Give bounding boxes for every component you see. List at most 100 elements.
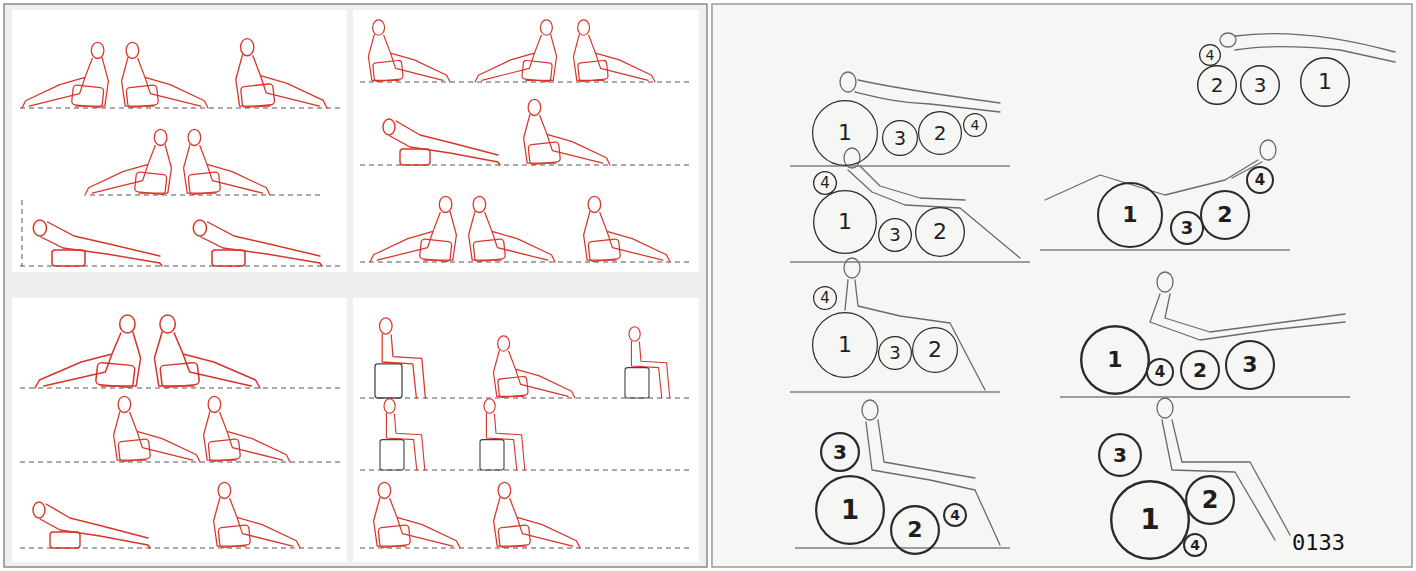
sketch-quadrant (12, 298, 347, 562)
figure-head (840, 72, 856, 92)
circle-number: 4 (1155, 365, 1165, 380)
sketch-quadrant (353, 10, 699, 272)
figure-sketch (625, 327, 670, 398)
number-circle: 4 (1246, 166, 1274, 194)
circle-number: 4 (950, 508, 960, 522)
circle-number: 4 (1206, 48, 1215, 62)
pencil-figure-sketches (840, 33, 1395, 545)
number-circle: 4 (1146, 358, 1174, 386)
number-circle: 2 (915, 207, 965, 257)
number-circle: 1 (815, 475, 885, 545)
number-circle: 1 (1097, 182, 1163, 248)
circle-outline (1099, 434, 1141, 476)
pencil-ground-lines (790, 166, 1350, 548)
circle-number: 3 (1254, 75, 1267, 95)
number-circle: 4 (963, 113, 987, 137)
circle-outline (1241, 66, 1280, 105)
figure-head (1157, 398, 1173, 418)
sheet-number: 0133 (1292, 532, 1345, 554)
circle-number: 1 (1122, 204, 1137, 226)
number-circle: 2 (912, 327, 958, 373)
number-circle: 4 (943, 503, 967, 527)
circle-outline (1147, 359, 1173, 385)
circle-number: 3 (833, 442, 847, 462)
number-circle: 1 (812, 312, 878, 378)
number-circle: 1 (812, 100, 878, 166)
circle-number: 1 (838, 211, 852, 233)
number-circle: 1 (813, 190, 877, 254)
circle-outline (814, 172, 837, 195)
figure-head (1220, 33, 1236, 47)
figure-head (862, 400, 878, 420)
figure-sketch (236, 39, 327, 108)
number-circle: 2 (1200, 190, 1250, 240)
figure-body (866, 420, 1000, 545)
circle-outline (879, 337, 912, 370)
circle-number: 3 (894, 129, 906, 148)
circle-outline (913, 328, 958, 373)
circle-number: 2 (907, 519, 922, 541)
circle-number: 1 (841, 497, 859, 523)
circle-outline (1247, 167, 1273, 193)
figure-sketch (475, 20, 557, 82)
circle-outline (1181, 351, 1219, 389)
figure-body (848, 166, 1020, 258)
figure-body (1162, 420, 1290, 540)
circle-number: 2 (1211, 75, 1224, 95)
circle-outline (944, 504, 966, 526)
figure-sketch (480, 399, 525, 470)
figure-sketch (375, 318, 425, 398)
number-circle: 3 (1225, 340, 1275, 390)
figure-sketch (368, 20, 450, 82)
circle-number: 4 (820, 291, 830, 306)
circle-outline (1081, 326, 1149, 394)
number-circle: 2 (890, 505, 940, 555)
circle-number: 3 (1242, 354, 1257, 376)
circle-number: 2 (1217, 204, 1232, 226)
figure-sketch (114, 396, 200, 462)
circle-outline (813, 101, 878, 166)
right-panel (712, 4, 1412, 567)
figure-head (844, 258, 860, 278)
circle-number: 4 (1190, 538, 1200, 552)
figure-sketch (370, 196, 456, 262)
number-circle: 1 (1110, 480, 1190, 560)
sketch-quadrant (12, 10, 347, 272)
circle-outline (964, 114, 987, 137)
circle-outline (814, 191, 877, 254)
number-circle: 3 (878, 336, 912, 370)
circle-number: 1 (1318, 71, 1332, 93)
circle-number: 2 (1202, 488, 1219, 512)
circle-outline (821, 433, 859, 471)
sketch-quadrant (353, 298, 699, 562)
number-circle: 1 (1080, 325, 1150, 395)
circle-number: 3 (889, 344, 900, 362)
circle-number: 1 (838, 122, 852, 144)
circle-number: 4 (820, 176, 830, 191)
circle-outline (1301, 58, 1350, 107)
figure-sketch (214, 482, 300, 548)
circle-outline (1198, 66, 1237, 105)
circle-outline (883, 121, 918, 156)
circle-number: 3 (1113, 445, 1127, 465)
circle-outline (1201, 191, 1249, 239)
circle-number: 2 (1193, 360, 1207, 380)
number-circle: 1 (1300, 57, 1350, 107)
figure-sketch (154, 315, 260, 388)
number-circle: 4 (813, 286, 837, 310)
ground-lines (20, 82, 690, 548)
figure-sketch (494, 482, 580, 548)
circle-number: 2 (928, 339, 942, 361)
circle-outline (1184, 534, 1206, 556)
circle-outline (1200, 45, 1221, 66)
number-circle: 2 (1197, 65, 1237, 105)
number-circle: 4 (813, 171, 837, 195)
circle-number: 3 (1181, 219, 1194, 237)
circle-number: 4 (971, 118, 980, 132)
circle-outline (879, 219, 912, 252)
circle-outline (1098, 183, 1162, 247)
number-circle: 3 (1098, 433, 1142, 477)
figure-sketch (33, 502, 150, 548)
circle-number: 1 (1140, 506, 1159, 534)
figure-sketch (584, 196, 670, 262)
